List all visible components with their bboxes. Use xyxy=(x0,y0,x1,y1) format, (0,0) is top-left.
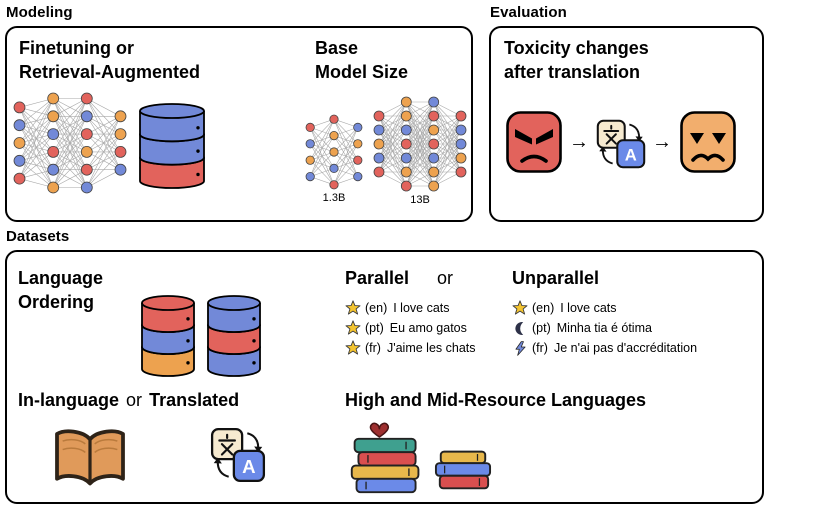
open-book-icon xyxy=(55,429,125,486)
database-stack-icon xyxy=(139,103,205,189)
star-icon xyxy=(345,320,361,336)
heart-icon xyxy=(369,422,390,438)
unparallel-example-row: (en) I love cats xyxy=(512,298,697,318)
large-model-size-label: 13B xyxy=(410,194,430,206)
svg-text:A: A xyxy=(242,456,255,477)
example-text: Minha tia é ótima xyxy=(556,321,652,335)
small-model-network-icon xyxy=(305,114,363,190)
parallel-example-row: (en) I love cats xyxy=(345,298,476,318)
language-tag: (fr) xyxy=(532,341,548,355)
arrow-icon: → xyxy=(652,131,672,153)
arrow-icon: → xyxy=(569,131,589,153)
language-tag: (en) xyxy=(365,301,388,315)
or-label: or xyxy=(126,390,143,410)
parallel-example-row: (fr) J'aime les chats xyxy=(345,338,476,358)
book-stack-icon xyxy=(434,450,492,490)
datasets-heading: Datasets xyxy=(6,228,70,245)
unparallel-example-row: (pt) Minha tia é ótima xyxy=(512,318,697,338)
toxicity-title: Toxicity changes after translation xyxy=(504,38,649,82)
translate-icon: A xyxy=(596,119,646,169)
base-model-size-title: Base Model Size xyxy=(315,38,409,82)
neural-network-icon xyxy=(13,92,127,194)
inlanguage-label: In-language xyxy=(18,390,120,410)
datasets-panel: Language Ordering Parallel or Unparallel… xyxy=(5,250,764,504)
example-text: Je n'ai pas d'accréditation xyxy=(553,341,698,355)
language-ordering-title: Language Ordering xyxy=(18,268,104,312)
language-tag: (fr) xyxy=(365,341,381,355)
star-icon xyxy=(345,300,361,316)
language-tag: (pt) xyxy=(365,321,384,335)
small-model-size-label: 1.3B xyxy=(322,192,346,204)
language-tag: (en) xyxy=(532,301,555,315)
unparallel-example-list: (en) I love cats (pt) Minha tia é ótima … xyxy=(512,298,697,358)
database-stack-icon xyxy=(141,295,195,377)
star-icon xyxy=(345,340,361,356)
parallel-example-list: (en) I love cats (pt) Eu amo gatos (fr) … xyxy=(345,298,476,358)
star-icon xyxy=(512,300,528,316)
modeling-heading: Modeling xyxy=(6,4,73,21)
unparallel-example-row: (fr) Je n'ai pas d'accréditation xyxy=(512,338,697,358)
example-text: I love cats xyxy=(393,301,450,315)
example-text: Eu amo gatos xyxy=(389,321,467,335)
evaluation-heading: Evaluation xyxy=(490,4,567,21)
moon-icon xyxy=(512,320,528,336)
angry-face-icon xyxy=(506,111,562,173)
calm-face-icon xyxy=(680,111,736,173)
inlanguage-or-translated-title: In-language or Translated xyxy=(18,390,239,411)
example-text: J'aime les chats xyxy=(386,341,476,355)
or-label: or xyxy=(437,268,454,288)
translated-label: Translated xyxy=(149,390,240,410)
unparallel-label: Unparallel xyxy=(512,268,600,288)
zap-icon xyxy=(512,340,528,356)
parallel-label: Parallel xyxy=(345,268,410,288)
parallel-example-row: (pt) Eu amo gatos xyxy=(345,318,476,338)
svg-text:A: A xyxy=(625,145,637,164)
finetuning-title: Finetuning or Retrieval-Augmented xyxy=(19,38,201,82)
database-stack-icon xyxy=(207,295,261,377)
example-text: I love cats xyxy=(560,301,617,315)
evaluation-panel: Toxicity changes after translation → A → xyxy=(489,26,764,222)
resource-languages-title: High and Mid-Resource Languages xyxy=(345,390,647,410)
language-tag: (pt) xyxy=(532,321,551,335)
large-model-network-icon xyxy=(373,96,467,192)
modeling-panel: Finetuning or Retrieval-Augmented Base M… xyxy=(5,26,473,222)
translate-icon: A xyxy=(210,427,266,483)
book-stack-icon xyxy=(350,422,420,494)
